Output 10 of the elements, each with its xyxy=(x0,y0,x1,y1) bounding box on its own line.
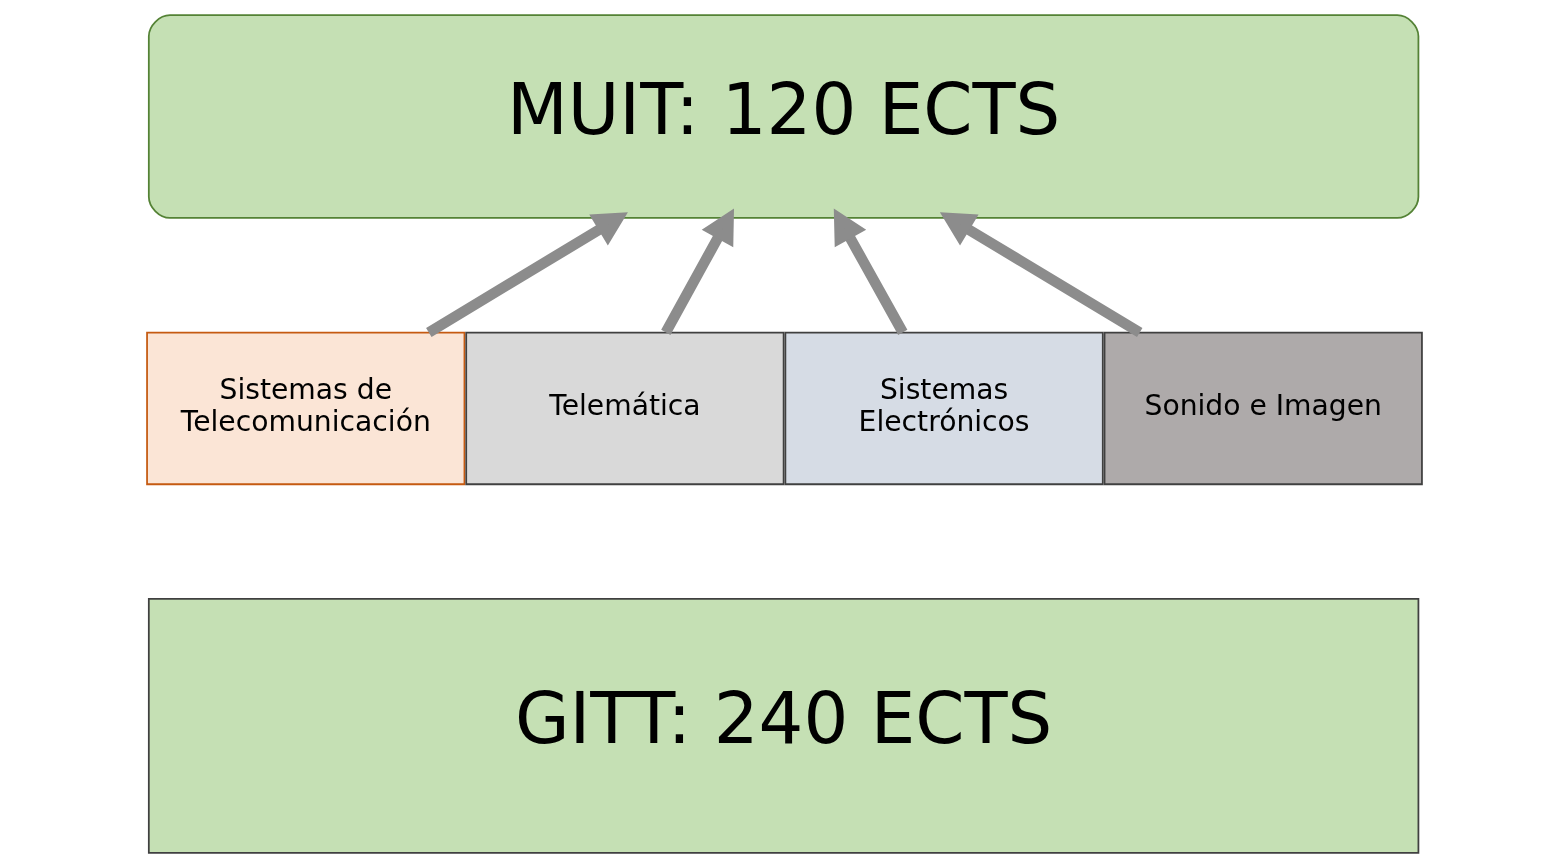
node-box: GITT: 240 ECTS xyxy=(147,598,1419,854)
arrow xyxy=(660,208,734,335)
node-box: Sistemas de Telecomunicación xyxy=(145,331,465,486)
arrow xyxy=(833,208,907,335)
arrow xyxy=(425,212,628,337)
arrow xyxy=(939,212,1142,337)
node-box: Telemática xyxy=(464,331,784,486)
node-box: Sonido e Imagen xyxy=(1103,331,1423,486)
node-box: Sistemas Electrónicos xyxy=(784,331,1104,486)
node-box: MUIT: 120 ECTS xyxy=(147,14,1419,219)
